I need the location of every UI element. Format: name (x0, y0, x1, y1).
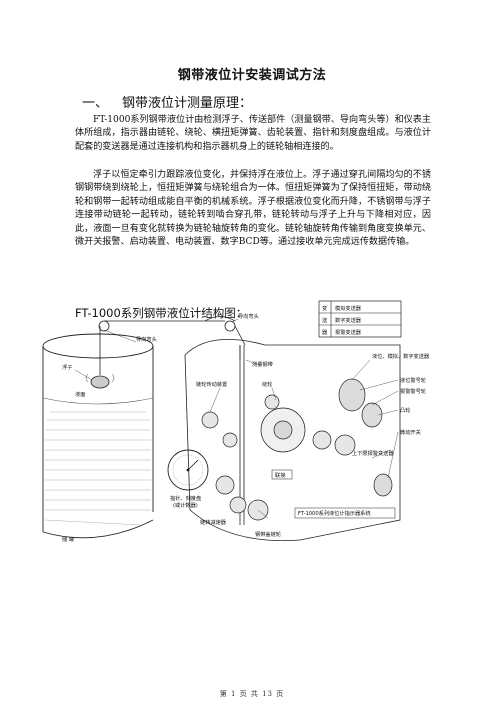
section-title: 钢带液位计测量原理： (122, 96, 253, 111)
label-cam: 凸轮 (400, 406, 410, 414)
label-level-transmitter: 液位、模拟、数字变送器 (372, 352, 430, 360)
legend-item-alarm: 报警变送器 (335, 328, 362, 336)
tank (42, 333, 154, 539)
legend-title-char-1: 变 (322, 304, 327, 312)
legend-item-analog: 模拟变送器 (335, 304, 362, 312)
legend-title-char-3: 器 (322, 329, 328, 336)
legend-title-char-2: 送 (322, 316, 328, 324)
label-micro-switch: 微动开关 (400, 428, 421, 436)
gear-train (201, 378, 393, 521)
diagram-heading: FT-1000系列钢带液位计结构图： (75, 306, 248, 320)
measuring-tape (98, 316, 246, 525)
label-chain-reducer: 链转减速器 (200, 518, 227, 526)
label-guide-elbow-top: 导向弯头 (238, 312, 259, 320)
document-title: 钢带液位计安装调试方法 (177, 68, 327, 83)
label-winding-wheel: 绕轮 (262, 380, 272, 388)
section-number: 一、 (82, 96, 109, 111)
label-sprocket-cover: 钢带盖链轮 (255, 530, 281, 538)
label-tape-link: 联接 (275, 471, 285, 479)
liquid-hatching (44, 411, 151, 526)
leader-lines (74, 318, 399, 519)
section-heading: 一、钢带液位计测量原理： (82, 92, 252, 111)
label-guide-elbow-left: 导向弯头 (136, 335, 157, 343)
label-alarm-alert-wheel: 报警警号轮 (400, 387, 426, 395)
label-series: FT-1000系列液位计指示器系统 (298, 509, 371, 517)
legend-item-digital: 数字变送器 (335, 316, 362, 324)
label-pointer-dial: 指针、刻度盘 (或计数器) (170, 494, 203, 509)
page-footer: 第 1 页 共 13 页 (219, 690, 285, 698)
label-float: 浮子 (62, 363, 72, 371)
label-measuring-tape: 测量钢带 (252, 360, 273, 368)
label-liquid-level: 液面 (75, 390, 85, 398)
indicator-housing (184, 339, 401, 541)
paragraph-2: 浮子以恒定牵引力跟踪液位变化，并保持浮在液位上。浮子通过穿孔间隔均匀的不锈钢钢带… (75, 170, 431, 248)
transmitter-legend: 变 送 器 模拟变送器 数字变送器 报警变送器 (318, 300, 402, 338)
label-sprocket-drive: 链轮传动装置 (196, 380, 227, 388)
paragraph-1: FT-1000系列钢带液位计由检测浮子、传送部件（测量钢带、导向弯头等）和仪表主… (75, 115, 431, 152)
label-tank: 储 罐 (62, 535, 74, 543)
float (85, 326, 115, 389)
label-level-alarm-wheel: 液位警号轮 (400, 376, 426, 384)
label-limit-alarm-transmitter: 上下限报警变送器 (352, 449, 394, 457)
